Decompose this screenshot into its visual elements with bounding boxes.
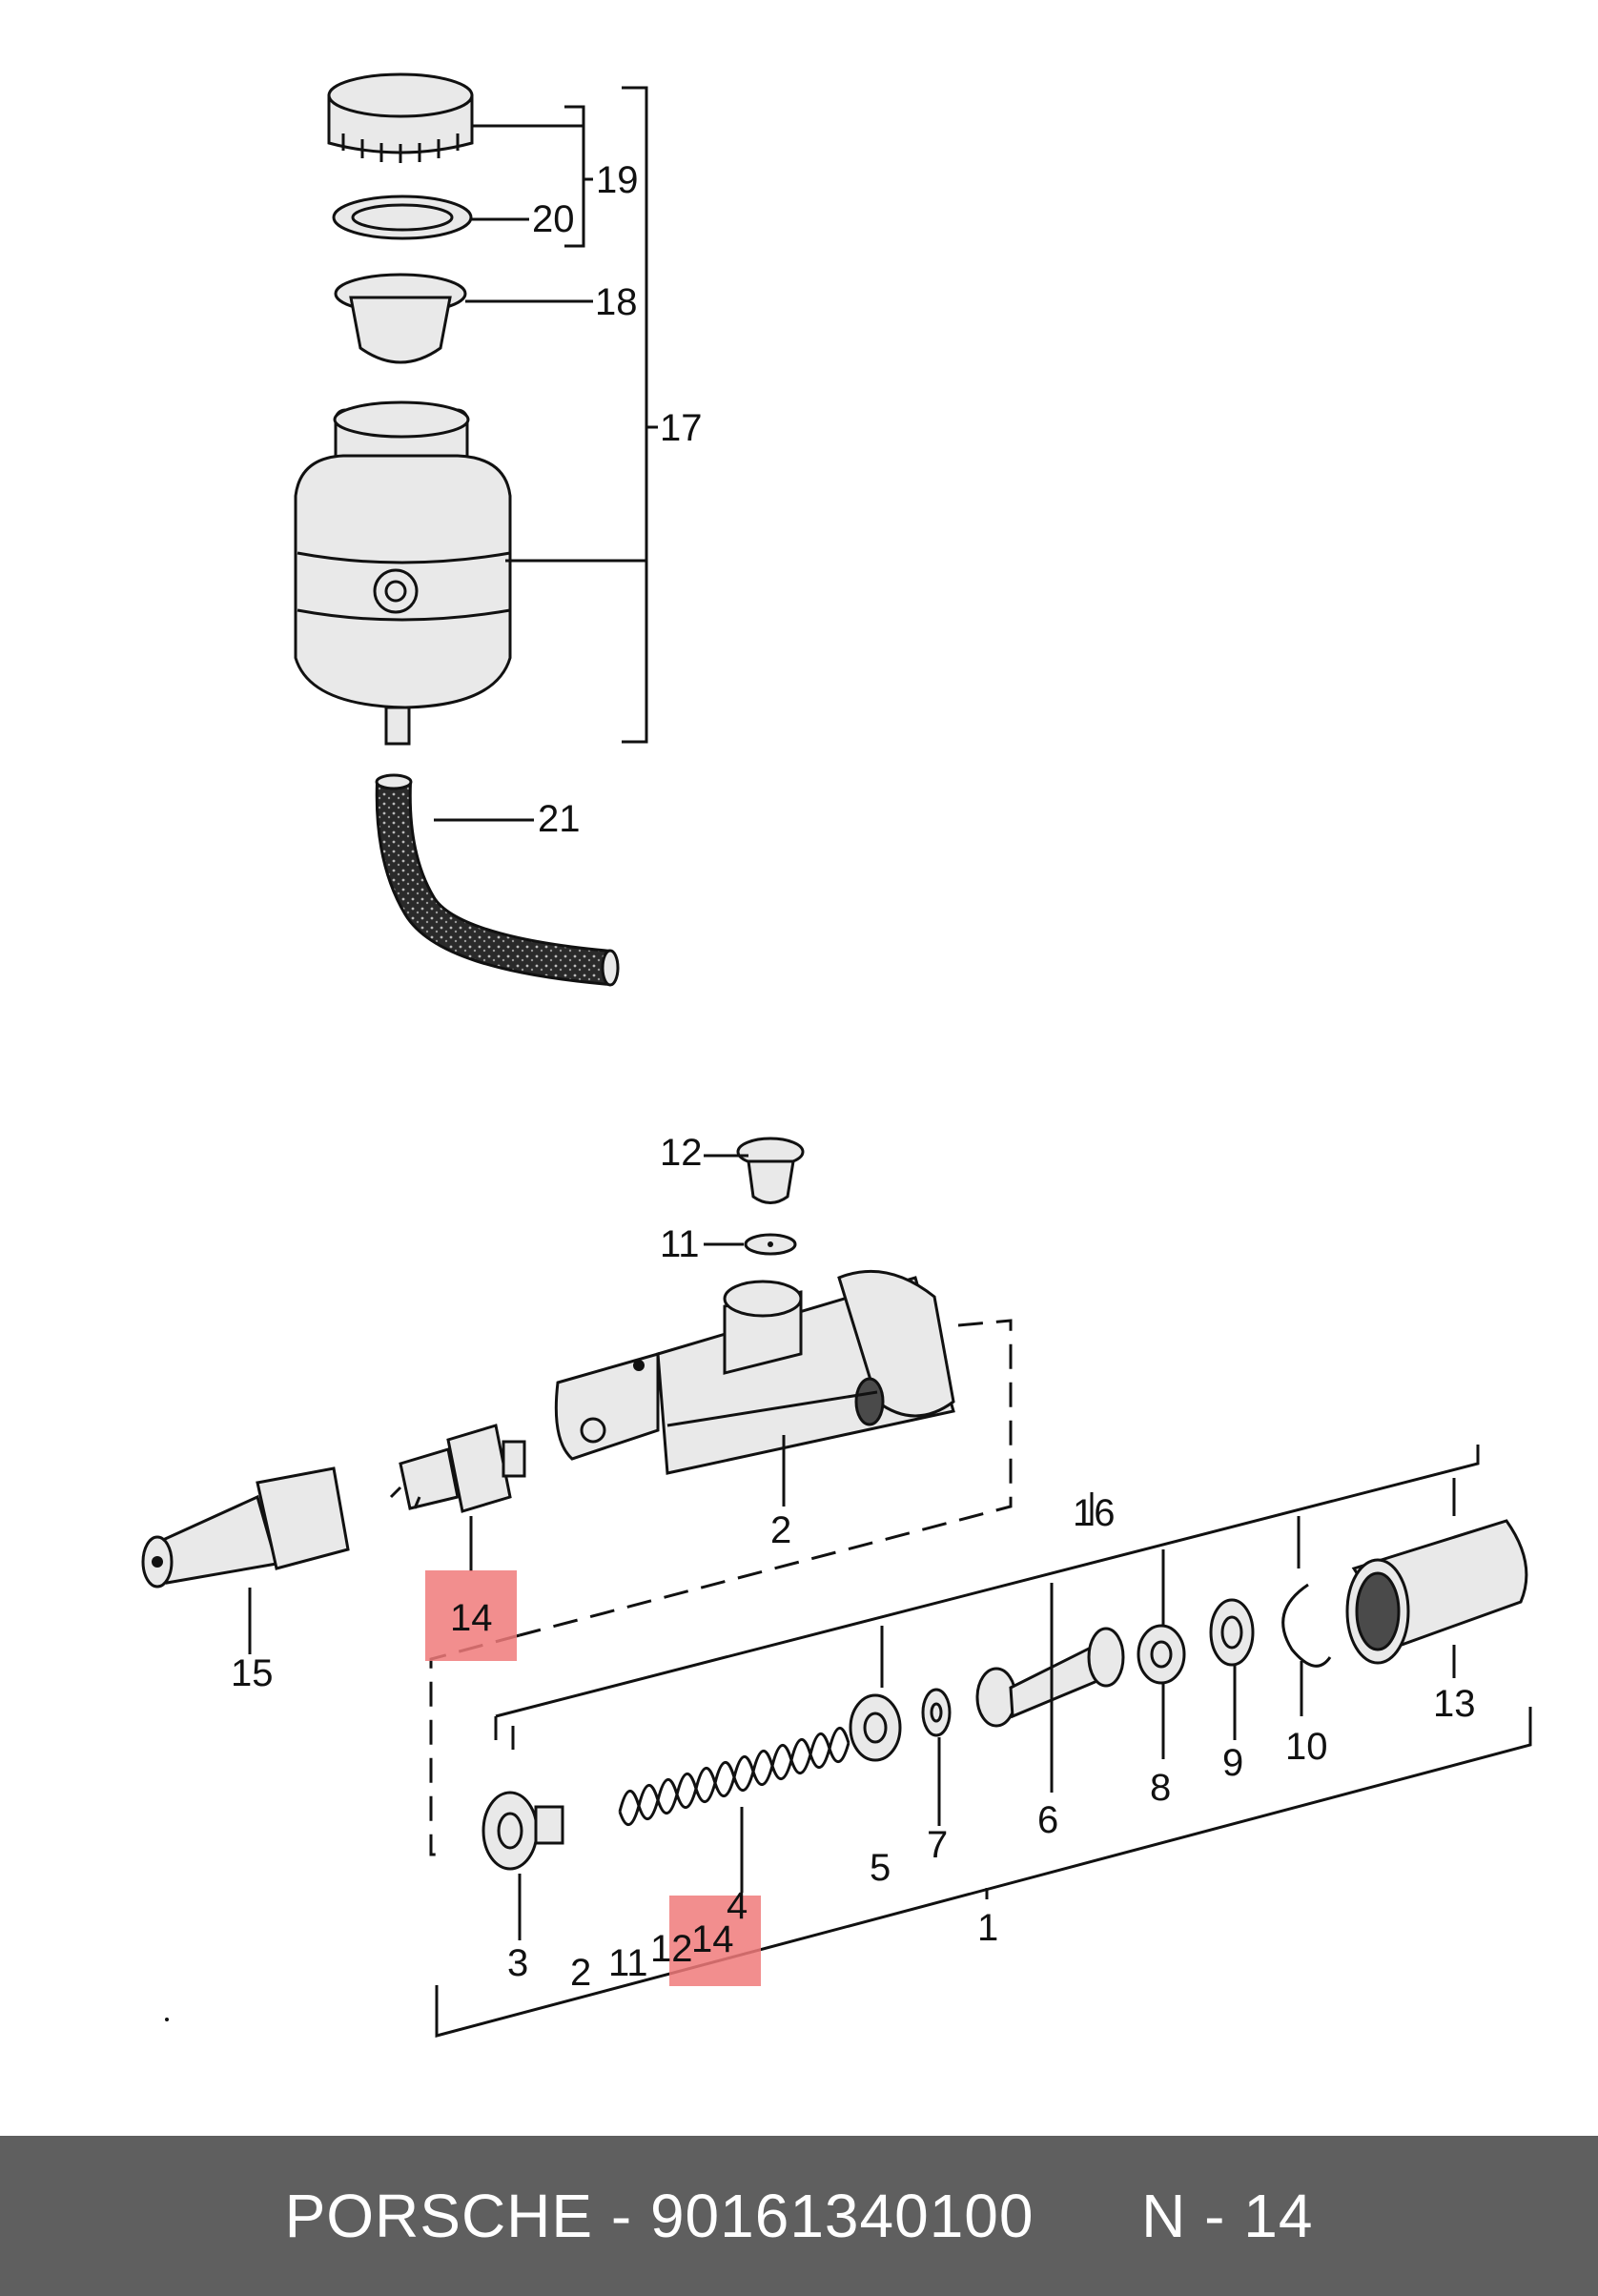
- kit-list-14: 14: [691, 1918, 734, 1960]
- callout-18: 18: [595, 281, 638, 323]
- cylinder-housing: [554, 1269, 955, 1475]
- end-plug: [481, 1791, 564, 1871]
- push-rod-boot-15: [141, 1466, 350, 1589]
- cap-seal-ring: [332, 195, 473, 240]
- lock-ring: [1281, 1583, 1332, 1668]
- stop-washer: [1209, 1598, 1255, 1667]
- highlight-box-14-upper: [425, 1570, 517, 1661]
- piston: [975, 1627, 1125, 1728]
- cup-washer: [921, 1688, 952, 1737]
- dust-boot-13: [1345, 1519, 1528, 1665]
- part-number: 90161340100: [649, 2182, 1035, 2250]
- callout-1: 1: [977, 1907, 998, 1949]
- kit-list-12: 12: [650, 1928, 693, 1970]
- callout-5: 5: [870, 1847, 891, 1889]
- callout-3: 3: [507, 1942, 528, 1984]
- caption-separator: -: [593, 2182, 650, 2250]
- callout-14: 14: [450, 1597, 493, 1639]
- return-spring: [618, 1727, 850, 1826]
- brand-name: PORSCHE: [284, 2182, 594, 2250]
- callout-21: 21: [538, 798, 581, 840]
- footer-bar: PORSCHE - 90161340100 N - 14: [0, 2136, 1598, 2296]
- reservoir-cap: [327, 72, 474, 163]
- callout-10: 10: [1285, 1726, 1328, 1768]
- callout-16: 16: [1073, 1492, 1116, 1534]
- kit-list-2: 2: [570, 1952, 591, 1994]
- callout-15: 15: [231, 1652, 274, 1694]
- callout-4: 4: [727, 1885, 748, 1927]
- kit-list-11: 11: [608, 1942, 648, 1984]
- stop-light-switch: [389, 1424, 526, 1513]
- reservoir-callouts: [434, 86, 658, 822]
- caption-gap: [1034, 2182, 1141, 2250]
- callout-17: 17: [660, 407, 703, 449]
- strainer-basket: [334, 273, 467, 364]
- callout-13: 13: [1433, 1683, 1476, 1725]
- plug-washer: [744, 1233, 797, 1256]
- callout-19: 19: [596, 159, 639, 201]
- primary-cup: [849, 1693, 902, 1762]
- callout-6: 6: [1037, 1799, 1058, 1841]
- footer-caption: PORSCHE - 90161340100 N - 14: [285, 2181, 1314, 2251]
- reservoir-bottle: [294, 400, 512, 746]
- callout-9: 9: [1222, 1742, 1243, 1784]
- reservoir-hose: [375, 773, 620, 987]
- parts-diagram: 19 20 18 17 21 12 11 2 16 14 15 3 4 5 7 …: [141, 72, 1532, 2038]
- callout-12: 12: [660, 1132, 703, 1174]
- secondary-cup: [1137, 1624, 1186, 1685]
- callout-20: 20: [532, 198, 575, 240]
- highlight-box-14-lower: [669, 1896, 761, 1986]
- callout-11: 11: [660, 1223, 700, 1265]
- callout-7: 7: [927, 1824, 948, 1866]
- callout-2: 2: [770, 1509, 791, 1551]
- callout-8: 8: [1150, 1767, 1171, 1809]
- filler-plug: [736, 1137, 805, 1204]
- diagram-position: N - 14: [1141, 2182, 1314, 2250]
